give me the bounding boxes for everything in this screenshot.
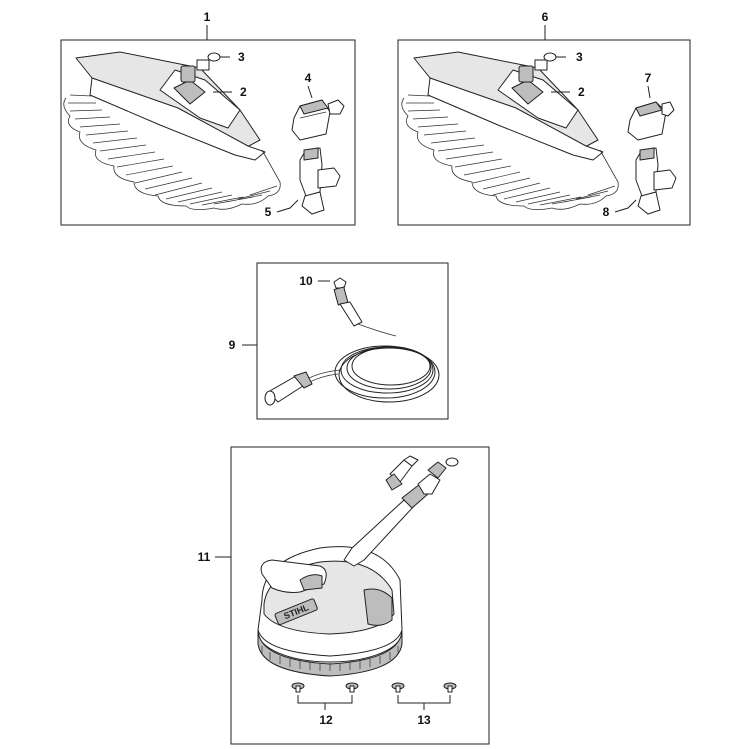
brush-part-2 [63, 51, 281, 210]
group-1-label: 1 [204, 10, 211, 24]
nozzle-part-4 [291, 99, 345, 141]
part-4-leader [307, 85, 313, 99]
screws-part-13 [391, 682, 457, 693]
part-8-label: 8 [603, 205, 610, 219]
group-6-frame [397, 39, 691, 226]
adapter-part-5 [299, 147, 341, 215]
group-1-frame [60, 39, 356, 226]
coupling-part-3-b [518, 52, 557, 83]
group-6: 6 3 2 7 8 [397, 10, 691, 226]
part-3-label: 3 [238, 50, 245, 64]
part-5-label: 5 [265, 205, 272, 219]
group-9-label: 9 [229, 338, 236, 352]
group-9: 9 10 [229, 262, 449, 420]
part-7-leader [647, 85, 651, 99]
hose-part-9 [264, 277, 440, 406]
group-11: 11 STIHL [198, 446, 490, 745]
part-10-label: 10 [299, 274, 313, 288]
part-3b-label: 3 [576, 50, 583, 64]
part-2-label: 2 [240, 85, 247, 99]
part-2b-label: 2 [578, 85, 585, 99]
group-11-frame [230, 446, 490, 745]
group-11-label: 11 [198, 550, 211, 564]
group-6-label: 6 [542, 10, 549, 24]
part-13-label: 13 [417, 713, 431, 727]
nozzle-part-7 [627, 101, 675, 141]
part-4-label: 4 [305, 71, 312, 85]
part-8-leader [614, 199, 637, 213]
part-13-bracket [397, 695, 451, 704]
part-12-bracket [297, 695, 353, 704]
adapter-part-8 [635, 147, 677, 215]
part-7-label: 7 [645, 71, 652, 85]
part-5-leader [276, 199, 299, 213]
part-12-label: 12 [319, 713, 333, 727]
group-9-frame [256, 262, 449, 420]
group-1: 1 3 2 4 [60, 10, 356, 226]
surface-cleaner-part-11: STIHL [257, 455, 459, 677]
screws-part-12 [291, 682, 359, 693]
brush-part-2-b [401, 51, 619, 211]
